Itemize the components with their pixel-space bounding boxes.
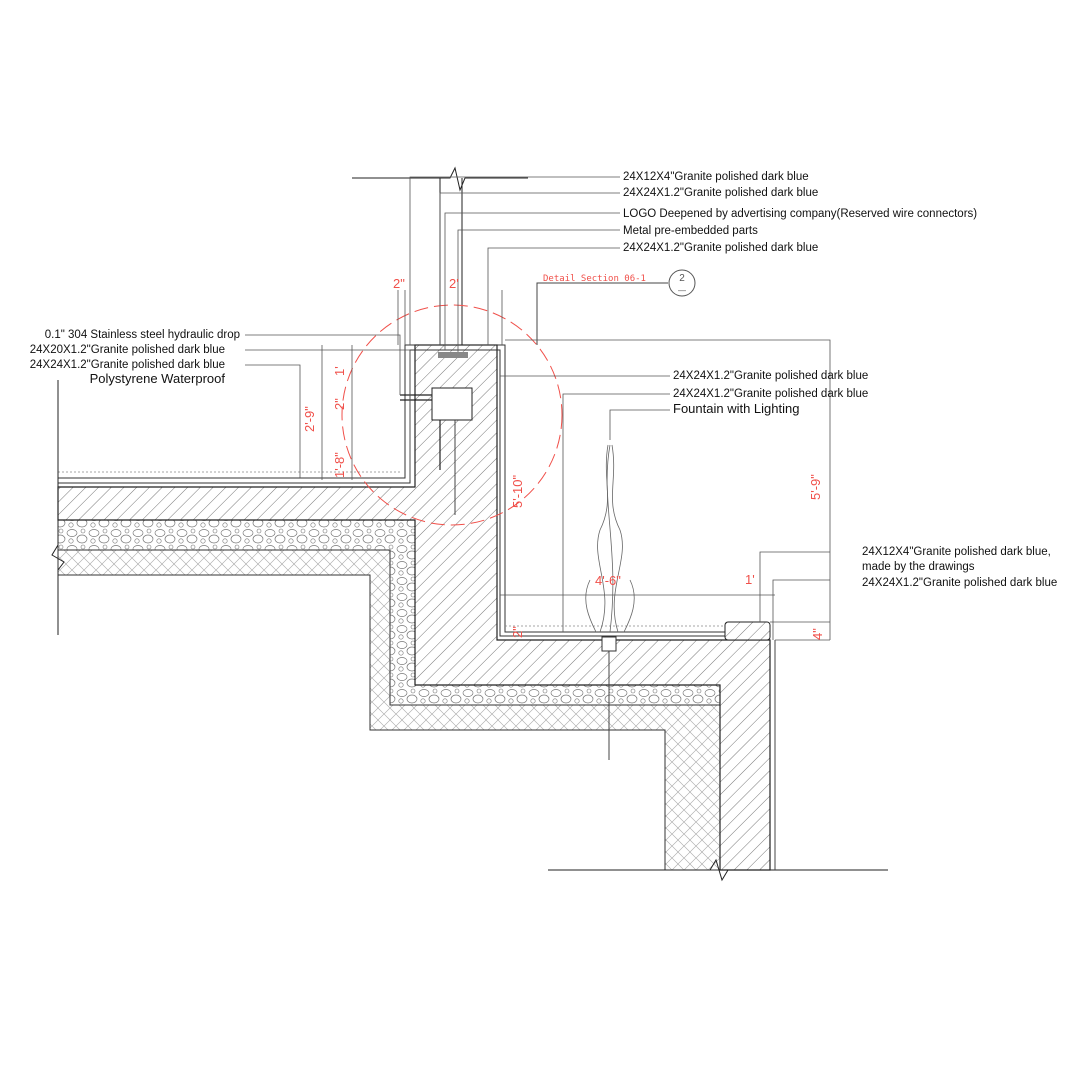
label-left-2: 24X20X1.2"Granite polished dark blue	[30, 344, 225, 356]
dim-coping-height: 4"	[810, 628, 825, 640]
section-number: 2	[679, 273, 685, 284]
dim-top-small: 2"	[393, 276, 405, 291]
dim-2-9: 2'-9"	[302, 406, 317, 432]
soil-layer	[57, 549, 721, 871]
dim-basin-width: 4'-6"	[595, 573, 621, 588]
label-top-1: 24X12X4"Granite polished dark blue	[623, 171, 809, 183]
dim-top-big: 2'	[449, 276, 459, 291]
label-top-4: Metal pre-embedded parts	[623, 225, 758, 237]
label-top-5: 24X24X1.2"Granite polished dark blue	[623, 242, 818, 254]
label-right-2: made by the drawings	[862, 561, 975, 573]
label-mid-1: 24X24X1.2"Granite polished dark blue	[673, 370, 868, 382]
dim-right-height: 5'-9"	[808, 474, 823, 500]
label-top-2: 24X24X1.2"Granite polished dark blue	[623, 187, 818, 199]
section-marker	[668, 269, 696, 297]
fountain-jet	[585, 444, 635, 633]
label-top-3: LOGO Deepened by advertising company(Res…	[623, 208, 977, 220]
label-left-1: 0.1" 304 Stainless steel hydraulic drop	[45, 329, 240, 341]
section-title: Detail Section 06-1	[543, 274, 646, 284]
dim-wall-height: 5'-10"	[510, 474, 525, 508]
label-left-4: Polystyrene Waterproof	[90, 371, 226, 386]
dim-2in: 2"	[332, 398, 347, 410]
label-mid-3: Fountain with Lighting	[673, 401, 799, 416]
label-right-3: 24X24X1.2"Granite polished dark blue	[862, 577, 1057, 589]
dim-1ft: 1'	[332, 366, 347, 376]
detail-callout-circle	[341, 304, 563, 526]
label-left-3: 24X24X1.2"Granite polished dark blue	[30, 359, 225, 371]
dim-coping-width: 1'	[745, 572, 755, 587]
dim-floor: 2"	[510, 626, 525, 638]
label-mid-2: 24X24X1.2"Granite polished dark blue	[673, 388, 868, 400]
dim-1-8: 1'-8"	[332, 452, 347, 478]
label-right-1: 24X12X4"Granite polished dark blue,	[862, 546, 1051, 558]
coping-stone	[724, 621, 771, 641]
section-sheet: —	[678, 286, 686, 295]
